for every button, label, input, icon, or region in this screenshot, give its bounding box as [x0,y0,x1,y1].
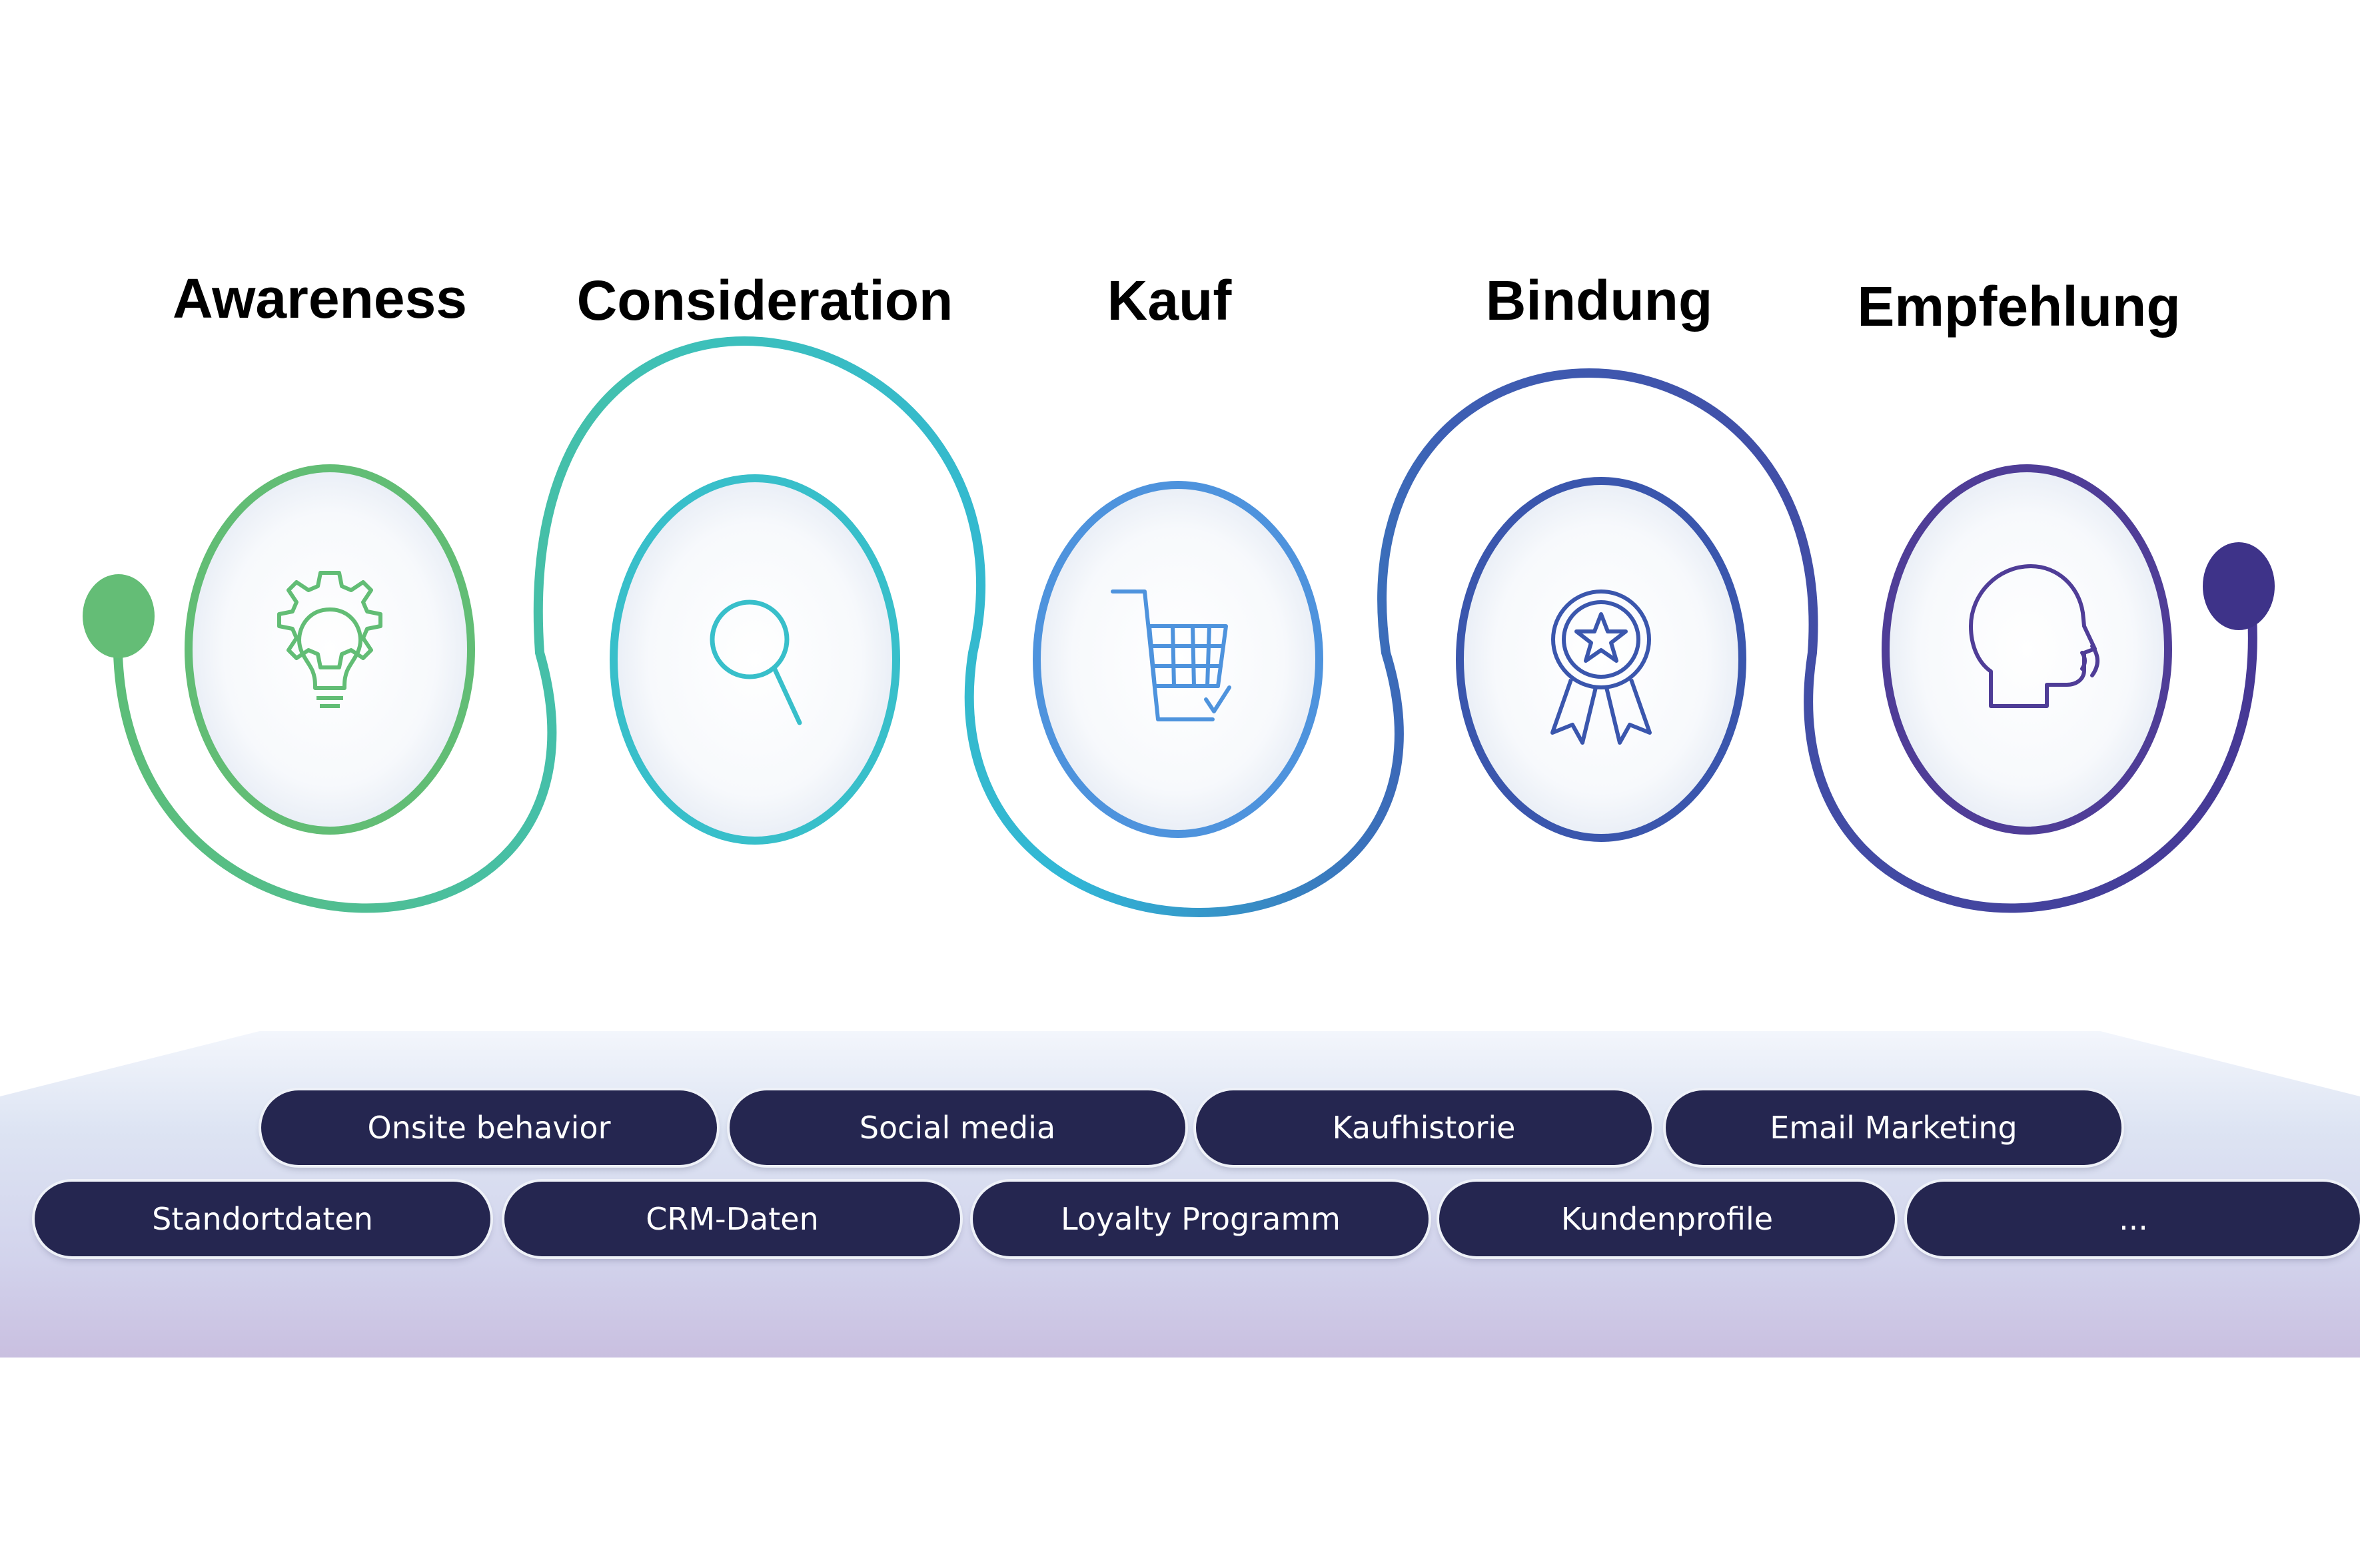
lightbulb-gear-icon [277,571,382,708]
stage-circle-bindung [1456,477,1746,842]
award-badge-icon [1550,589,1652,745]
data-source-pill: Kundenprofile [1439,1182,1895,1256]
stage-title-bindung: Bindung [1485,269,1713,332]
magnifier-icon [710,599,802,725]
data-source-pill: Loyalty Programm [973,1182,1429,1256]
data-source-pill: Onsite behavior [261,1090,717,1165]
journey-end-dot [2203,542,2275,630]
data-source-pill: ... [1907,1182,2360,1256]
journey-path [113,336,2257,917]
data-source-pill: Email Marketing [1666,1090,2121,1165]
stage-title-empfehlung: Empfehlung [1857,275,2181,338]
data-source-pill: Social media [730,1090,1185,1165]
data-source-pill: Kaufhistorie [1196,1090,1652,1165]
stage-title-consideration: Consideration [576,269,953,332]
stage-title-awareness: Awareness [172,267,468,330]
customer-journey-diagram [83,336,2275,917]
stage-circle-empfehlung [1882,464,2172,835]
stage-circle-consideration [610,474,900,845]
journey-start-dot [83,574,155,658]
speaking-head-icon [1969,564,2099,708]
data-source-pill: CRM-Daten [504,1182,960,1256]
shopping-cart-icon [1111,589,1231,721]
data-source-pill: Standortdaten [35,1182,490,1256]
stage-circle-awareness [185,464,475,835]
stage-circle-kauf [1033,481,1323,838]
stage-title-kauf: Kauf [1107,269,1232,332]
